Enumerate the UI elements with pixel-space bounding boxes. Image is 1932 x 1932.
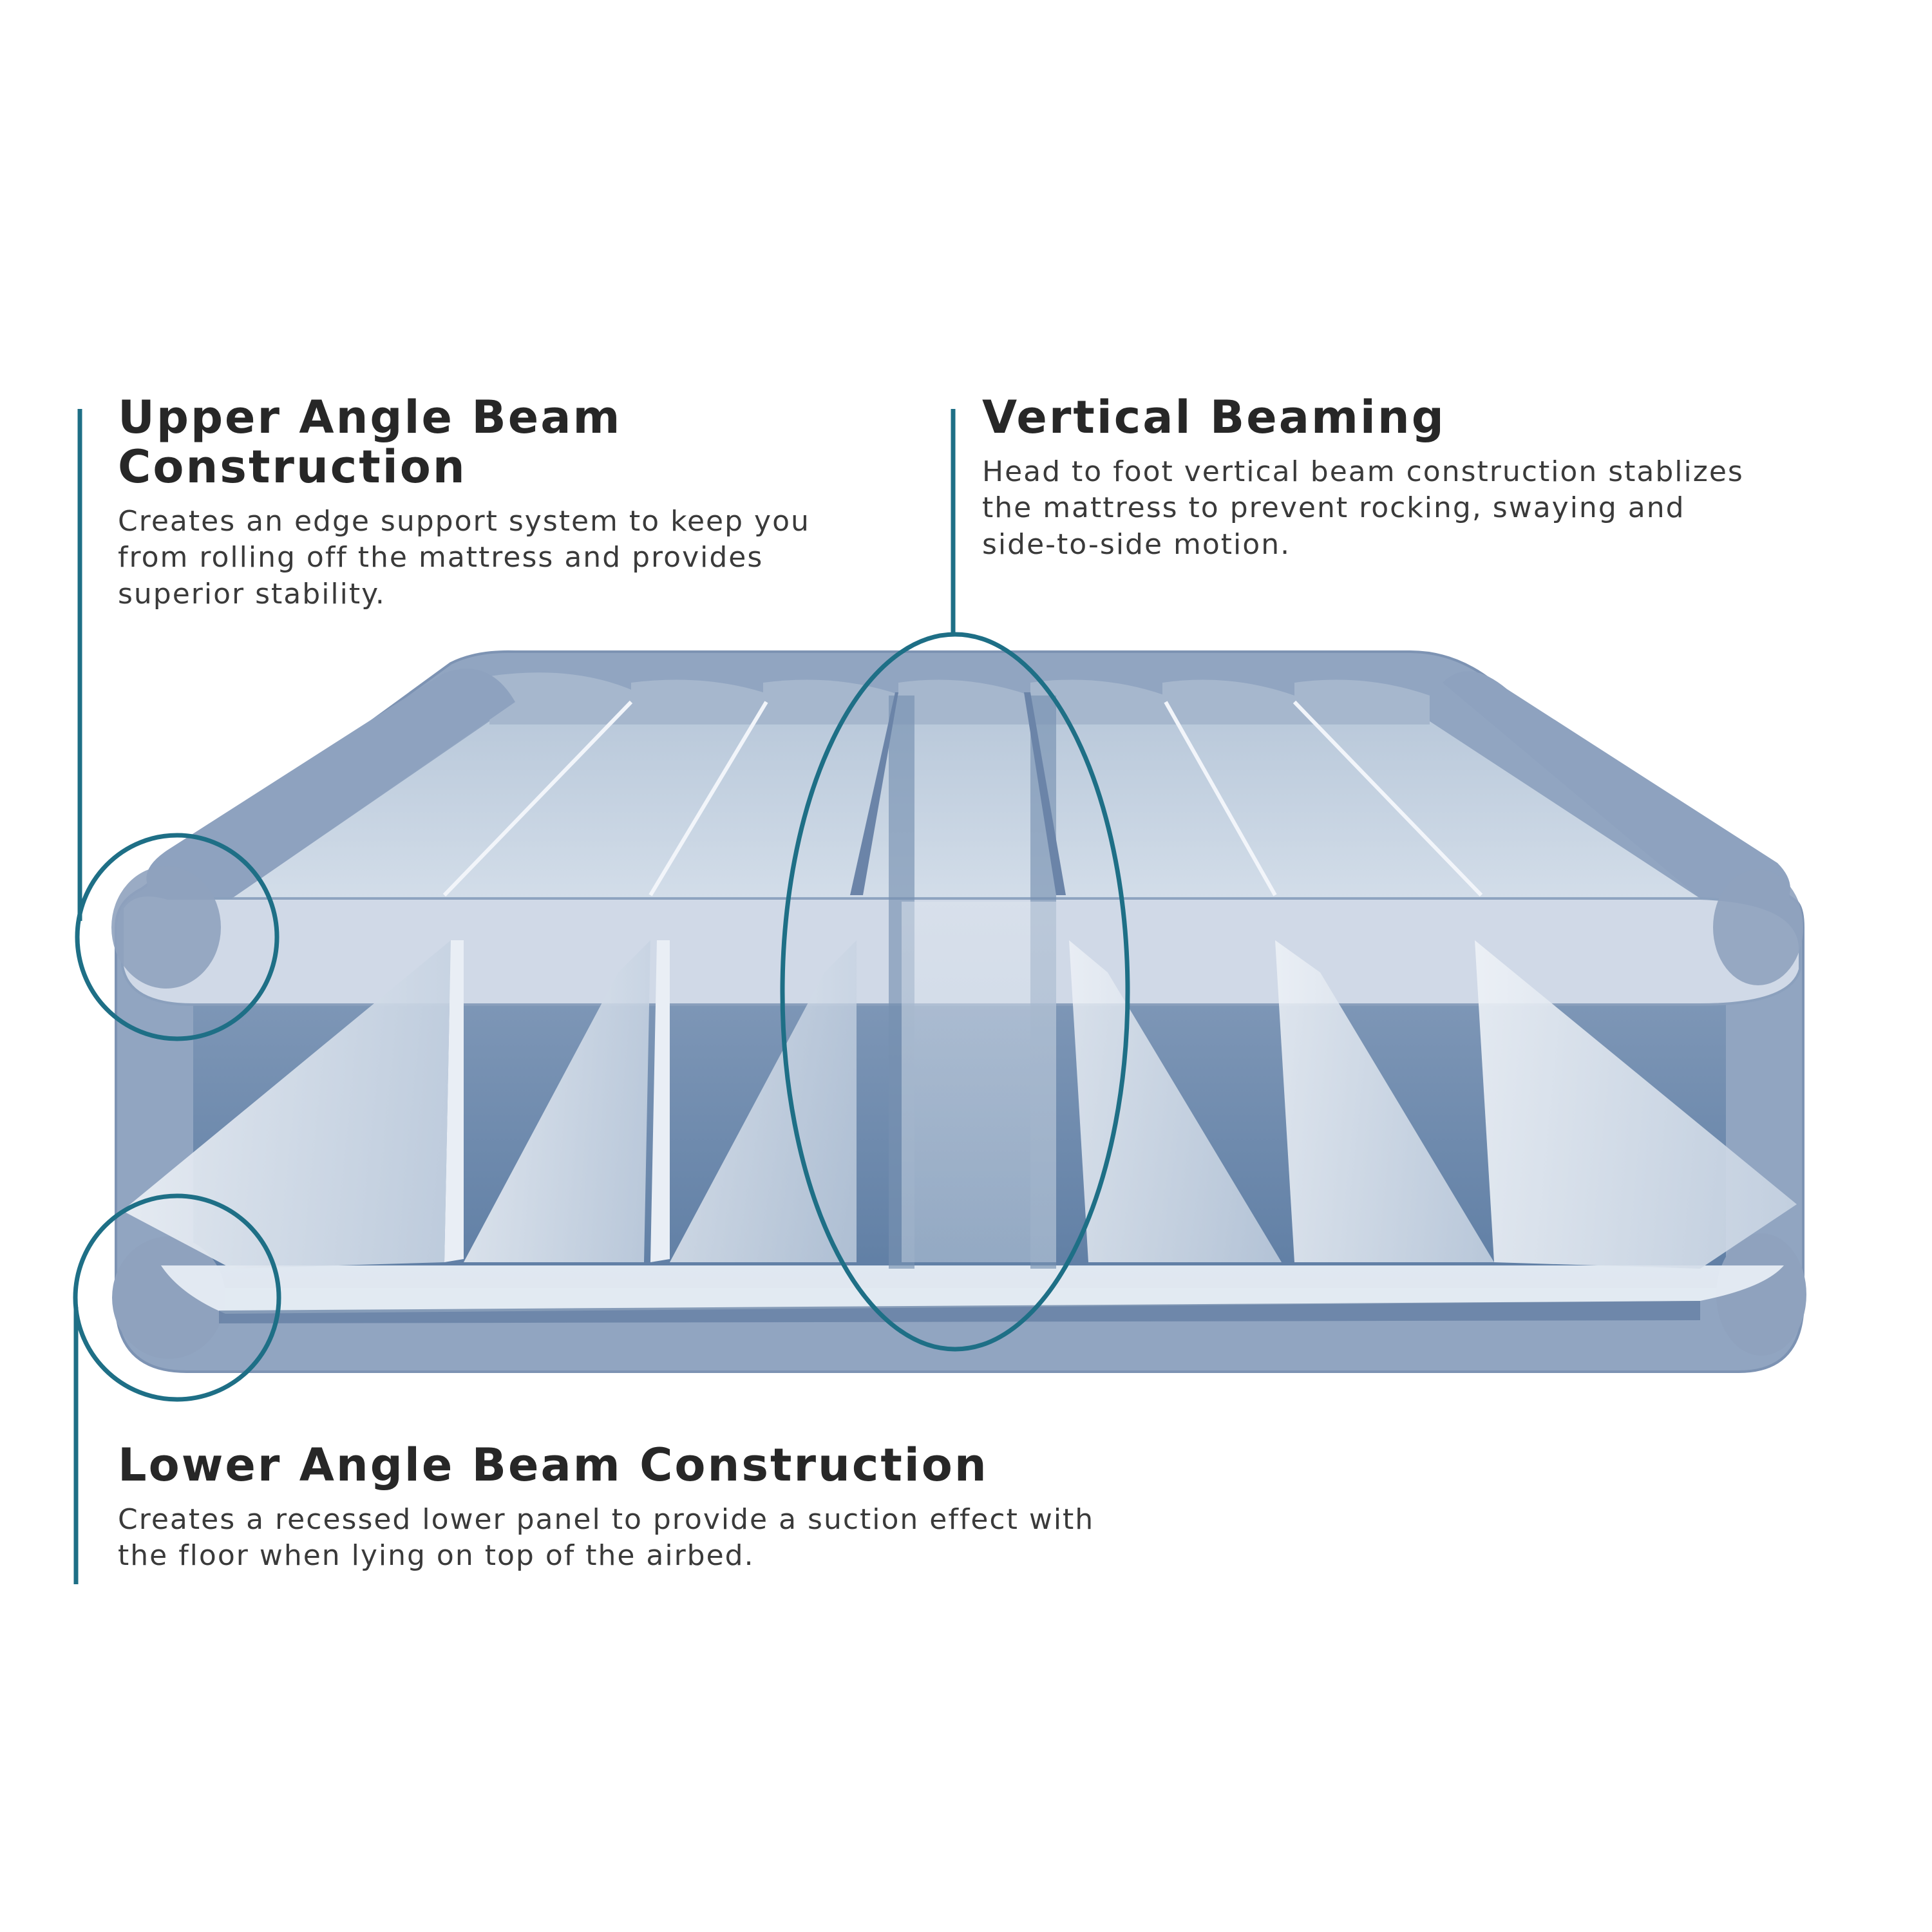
upper-callout-heading: Upper Angle Beam Construction — [118, 391, 622, 493]
vertical-beaming-callout: Vertical Beaming Head to foot vertical b… — [982, 393, 1819, 563]
lower-angle-beam-callout: Lower Angle Beam Construction Creates a … — [118, 1441, 1213, 1575]
vertical-desc-line-1: Head to foot vertical beam construction … — [982, 455, 1744, 488]
upper-callout-circle — [75, 833, 279, 1041]
top-beam-lines — [442, 700, 1483, 897]
vertical-callout-heading: Vertical Beaming — [982, 391, 1446, 444]
vertical-desc-line-2: the mattress to prevent rocking, swaying… — [982, 491, 1685, 525]
vertical-beams — [850, 692, 1066, 1269]
upper-desc-line-3: superior stability. — [118, 577, 386, 611]
callout-lines — [73, 409, 1130, 1584]
upper-callout-description: Creates an edge support system to keep y… — [118, 504, 929, 612]
vertical-desc-line-3: side-to-side motion. — [982, 527, 1291, 561]
upper-desc-line-1: Creates an edge support system to keep y… — [118, 505, 810, 538]
lower-desc-line-1: Creates a recessed lower panel to provid… — [118, 1503, 1095, 1536]
upper-angle-beam-callout: Upper Angle Beam Construction Creates an… — [118, 393, 929, 612]
lower-callout-description: Creates a recessed lower panel to provid… — [118, 1502, 1213, 1575]
lower-callout-heading: Lower Angle Beam Construction — [118, 1439, 989, 1492]
vertical-callout-ellipse — [780, 632, 1130, 1352]
lower-desc-line-2: the floor when lying on top of the airbe… — [118, 1539, 755, 1573]
lower-callout-circle — [73, 1193, 281, 1402]
vertical-callout-description: Head to foot vertical beam construction … — [982, 454, 1819, 563]
upper-desc-line-2: from rolling off the mattress and provid… — [118, 541, 764, 574]
